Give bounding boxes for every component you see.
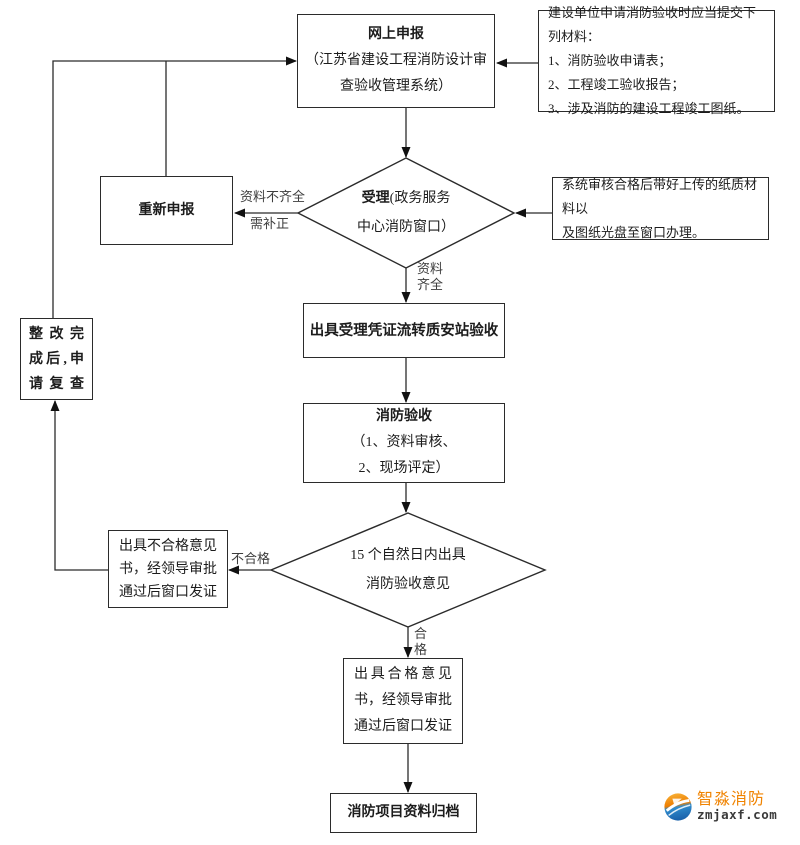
fail-issue-line-3: 通过后窗口发证 — [119, 584, 217, 600]
materials-note-line-1: 建设单位申请消防验收时应当提交下列材料： — [548, 5, 757, 44]
rectify-line-1: 整改完 — [29, 326, 84, 342]
node-archive: 消防项目资料归档 — [330, 793, 477, 833]
node-online-declare: 网上申报 （江苏省建设工程消防设计审 查验收管理系统） — [297, 14, 495, 108]
logo-domain: zmjaxf.com — [697, 807, 778, 822]
accept-decision-bold: 受理 — [361, 191, 390, 206]
days15-decision-diamond — [269, 512, 547, 628]
accept-decision-line2: 中心消防窗口） — [357, 220, 455, 235]
node-system-note: 系统审核合格后带好上传的纸质材料以 及图纸光盘至窗口办理。 — [552, 177, 769, 240]
days15-line2: 消防验收意见 — [366, 577, 450, 592]
pass-issue-line-3: 通过后窗口发证 — [354, 719, 452, 734]
online-declare-subtitle-line1: （江苏省建设工程消防设计审 — [305, 53, 487, 68]
accept-decision-diamond — [296, 157, 516, 269]
node-issue-receipt: 出具受理凭证流转质安站验收 — [303, 303, 505, 358]
edge-label-incomplete-1: 资料不齐全 — [240, 189, 306, 204]
rectify-line-3: 请复查 — [29, 376, 84, 392]
zhimiao-logo: 智淼消防 zmjaxf.com — [663, 786, 795, 828]
edge-label-complete-1: 资料 — [417, 261, 444, 276]
node-materials-note: 建设单位申请消防验收时应当提交下列材料： 1、消防验收申请表； 2、工程竣工验收… — [538, 5, 775, 116]
zhimiao-logo-icon — [664, 793, 692, 821]
fire-acceptance-title: 消防验收 — [376, 409, 432, 424]
edge-rectify-to-online — [52, 56, 297, 319]
accept-decision-label: 受理(政务服务 中心消防窗口） — [318, 180, 494, 246]
materials-note-line-4: 3、涉及消防的建设工程竣工图纸。 — [548, 101, 750, 116]
days15-decision-label: 15 个自然日内出具 消防验收意见 — [320, 535, 496, 605]
node-fail-issue: 出具不合格意见 书，经领导审批 通过后窗口发证 — [108, 530, 228, 608]
edge-label-incomplete-2: 需补正 — [250, 216, 290, 231]
system-note-line1: 系统审核合格后带好上传的纸质材料以 — [562, 176, 758, 216]
materials-note-line-3: 2、工程竣工验收报告； — [548, 77, 685, 92]
accept-decision-rest: (政务服务 — [389, 191, 451, 206]
pass-issue-line-1: 出具合格意见 — [354, 667, 452, 682]
edge-fail-to-rectify — [50, 400, 108, 571]
edge-label-pass-1: 合 — [414, 626, 428, 641]
rectify-line-2: 成后,申 — [29, 351, 84, 367]
system-note-line2: 及图纸光盘至窗口办理。 — [562, 224, 706, 240]
fail-issue-line-1: 出具不合格意见 — [119, 538, 217, 554]
edge-label-fail: 不合格 — [231, 551, 271, 566]
fire-acceptance-line2: 2、现场评定） — [358, 461, 450, 476]
node-rectify: 整改完 成后,申 请复查 — [20, 318, 93, 400]
logo-name: 智淼消防 — [697, 791, 766, 808]
node-pass-issue: 出具合格意见 书，经领导审批 通过后窗口发证 — [343, 658, 463, 744]
fire-acceptance-line1: （1、资料审核、 — [351, 435, 457, 450]
pass-issue-line-2: 书，经领导审批 — [354, 693, 452, 708]
online-declare-subtitle-line2: 查验收管理系统） — [340, 79, 452, 94]
issue-receipt-label: 出具受理凭证流转质安站验收 — [309, 322, 499, 339]
edge-label-complete-2: 齐全 — [417, 277, 444, 292]
node-reapply: 重新申报 — [100, 176, 233, 245]
days15-line1: 15 个自然日内出具 — [350, 548, 466, 563]
reapply-label: 重新申报 — [138, 202, 195, 218]
fail-issue-line-2: 书，经领导审批 — [119, 561, 217, 577]
materials-note-line-2: 1、消防验收申请表； — [548, 53, 672, 68]
online-declare-title: 网上申报 — [368, 27, 424, 42]
edge-label-pass-2: 格 — [414, 642, 428, 657]
archive-label: 消防项目资料归档 — [347, 805, 460, 820]
node-fire-acceptance: 消防验收 （1、资料审核、 2、现场评定） — [303, 403, 505, 483]
